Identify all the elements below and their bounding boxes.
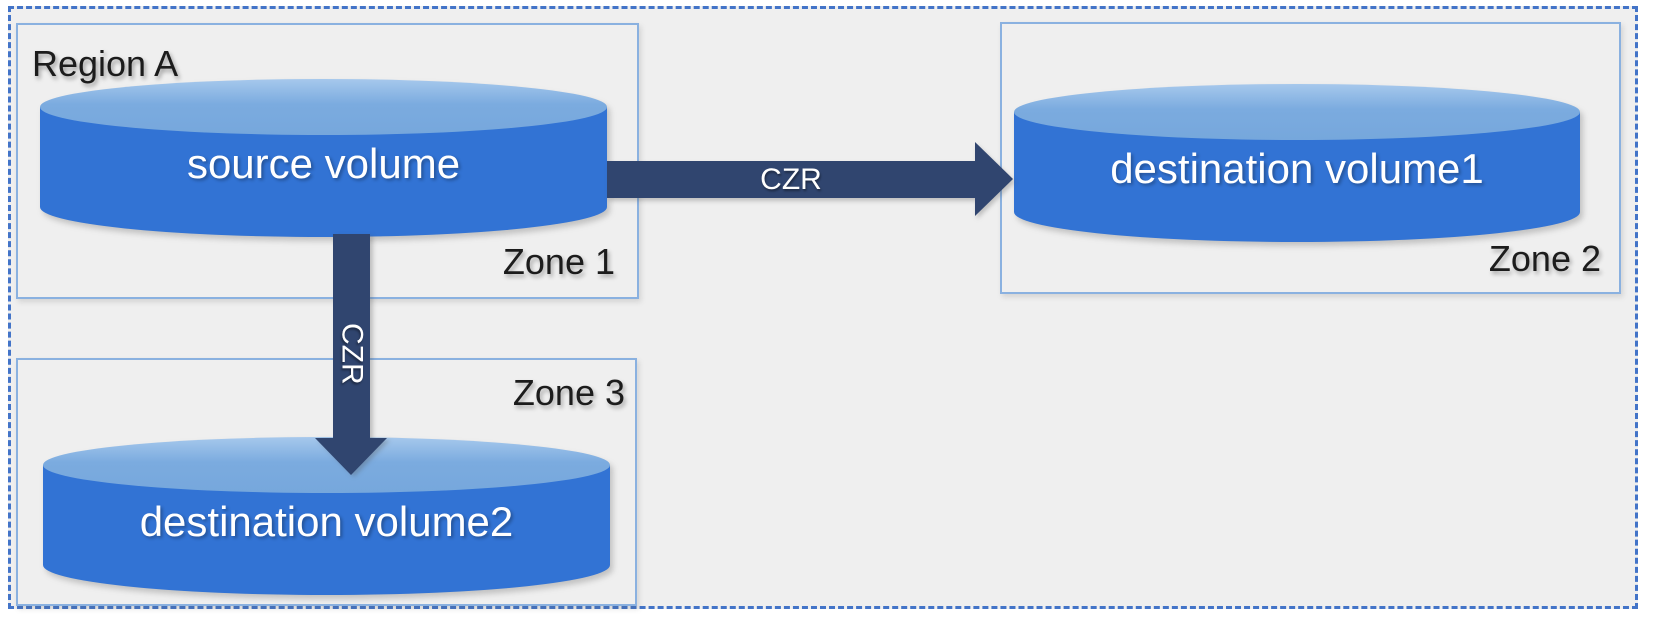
czr-arrow-right-icon: CZR — [607, 142, 1013, 216]
czr-horizontal-label: CZR — [760, 162, 822, 196]
destination-volume1-cylinder-icon: destination volume1 — [1014, 84, 1580, 242]
destination-volume2-label: destination volume2 — [139, 498, 514, 545]
arrow-head — [975, 142, 1013, 216]
arrow-head — [315, 438, 387, 475]
source-volume-label: source volume — [186, 140, 461, 187]
zone3-label: Zone 3 — [512, 372, 625, 413]
region-label: Region A — [32, 43, 179, 84]
cylinder-top-face — [40, 79, 607, 135]
destination-volume1-label: destination volume1 — [1110, 145, 1484, 192]
cylinder-top-face — [1014, 84, 1580, 140]
arrow-shaft — [333, 234, 370, 438]
zone1-label: Zone 1 — [502, 241, 615, 282]
zone2-label: Zone 2 — [1488, 238, 1601, 279]
zone3-box: Zone 3 — [16, 358, 637, 606]
arrow-shaft — [607, 161, 975, 198]
czr-vertical-label: CZR — [335, 323, 369, 385]
czr-arrow-down-icon: CZR — [315, 234, 388, 475]
source-volume-cylinder-icon: source volume — [40, 79, 607, 237]
zone1-box: Region A Zone 1 — [16, 23, 639, 299]
